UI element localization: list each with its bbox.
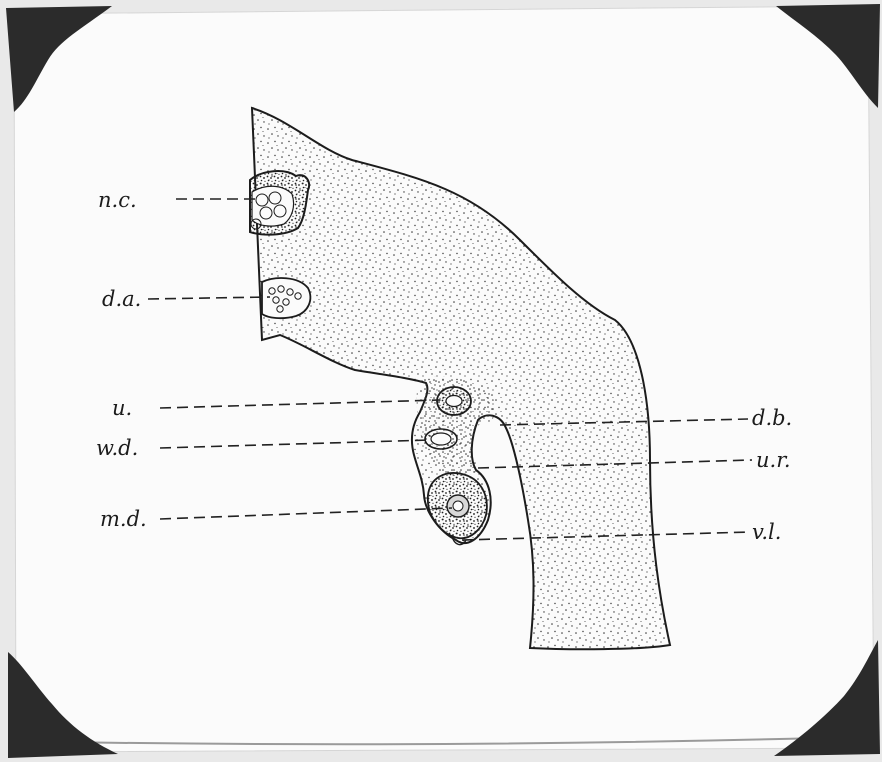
dorsal-aorta bbox=[262, 278, 310, 318]
label-nc: n.c. bbox=[98, 188, 137, 212]
label-wd: w.d. bbox=[96, 436, 138, 460]
label-da: d.a. bbox=[102, 287, 141, 311]
label-md: m.d. bbox=[100, 507, 147, 531]
label-ur: u.r. bbox=[756, 448, 791, 472]
neural-canal bbox=[250, 171, 309, 235]
label-db: d.b. bbox=[752, 406, 792, 430]
label-u: u. bbox=[112, 396, 132, 420]
ureter bbox=[437, 387, 471, 415]
wolffian-duct bbox=[425, 429, 457, 449]
label-vl: v.l. bbox=[752, 520, 781, 544]
